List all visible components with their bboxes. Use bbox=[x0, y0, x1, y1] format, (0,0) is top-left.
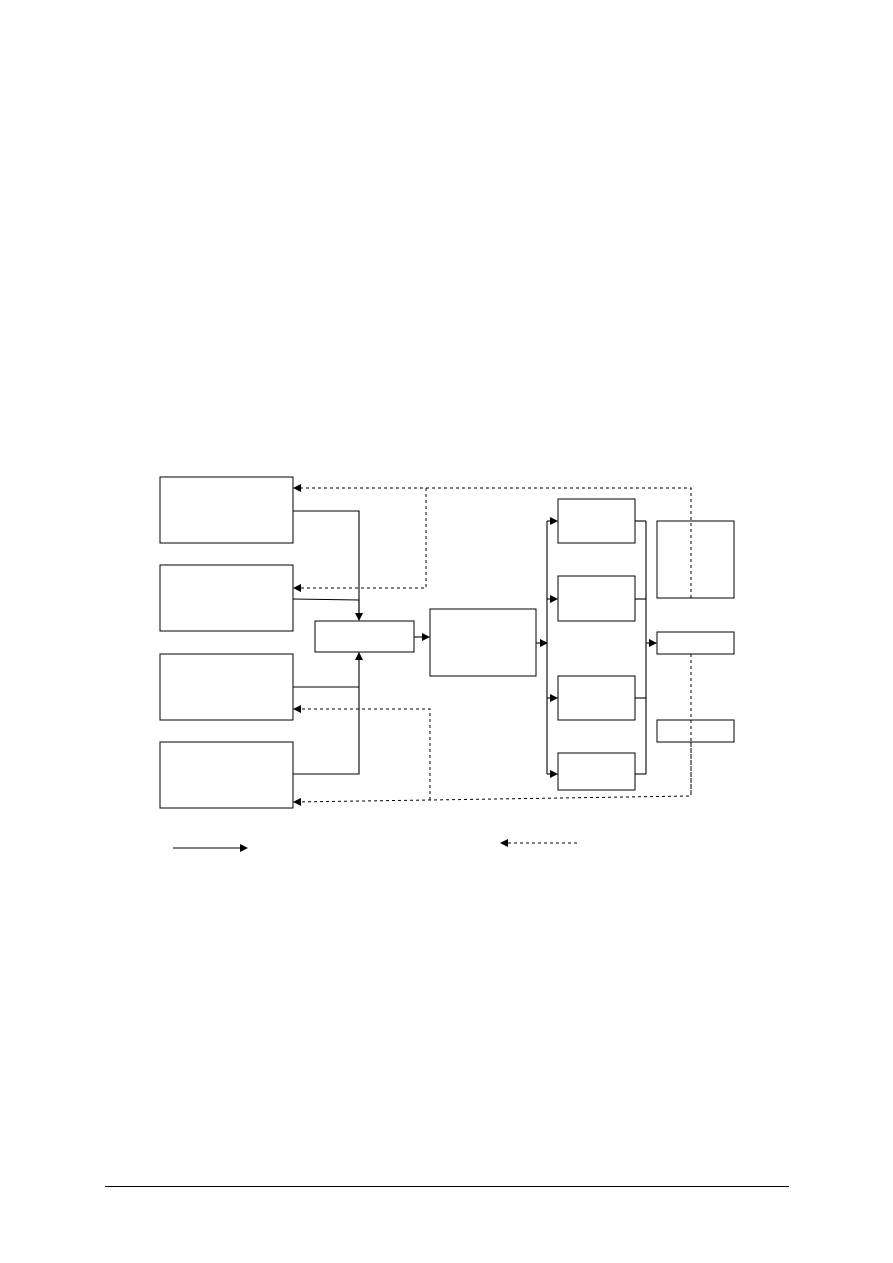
output-box-2 bbox=[557, 575, 636, 622]
output-box-3 bbox=[557, 675, 636, 721]
processor-box bbox=[429, 608, 537, 677]
collector-box bbox=[314, 620, 415, 653]
result-box-small-2 bbox=[656, 719, 735, 743]
left-box-2 bbox=[159, 564, 294, 632]
connector-left-4 bbox=[293, 687, 360, 775]
output-box-1 bbox=[557, 498, 636, 544]
result-box-large bbox=[656, 520, 735, 599]
result-box-small-1 bbox=[656, 631, 735, 655]
feedback-to-left-box-3 bbox=[293, 705, 431, 800]
left-box-3 bbox=[159, 653, 294, 721]
footer-rule bbox=[105, 1186, 789, 1187]
feedback-to-left-box-2 bbox=[293, 488, 427, 592]
output-box-4 bbox=[557, 752, 636, 791]
connector-left-1 bbox=[293, 510, 360, 613]
left-box-4 bbox=[159, 741, 294, 809]
feedback-to-left-box-4 bbox=[293, 654, 692, 806]
connector-left-2 bbox=[292, 598, 360, 601]
left-box-1 bbox=[159, 476, 294, 544]
